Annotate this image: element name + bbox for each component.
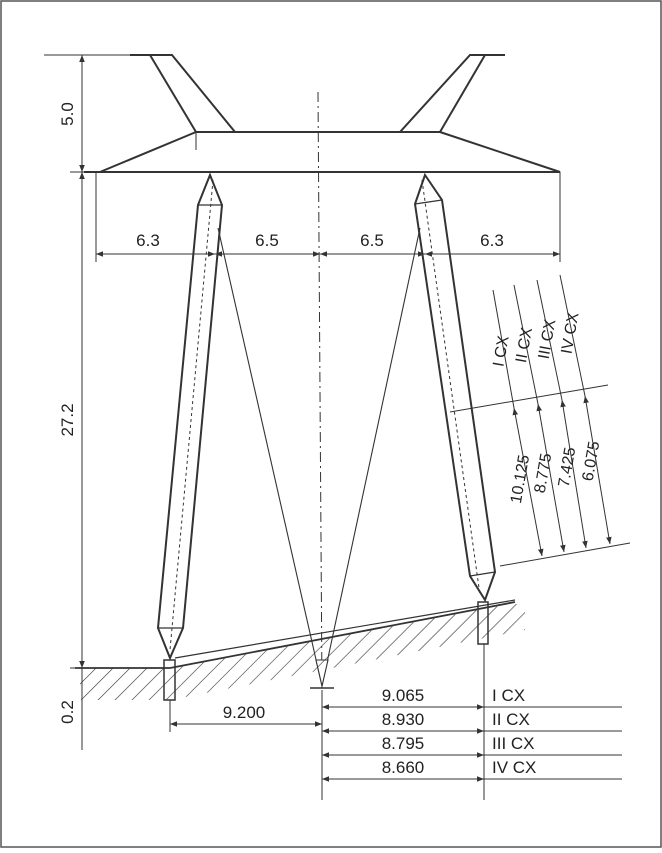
leg-case-label-3: III CX: [536, 318, 560, 361]
base-offset-dimensions: [169, 644, 622, 800]
leg-case-length-4: 6.075: [580, 440, 604, 482]
horizontal-dimensions: [95, 172, 561, 262]
centerline: [317, 91, 323, 691]
dim-right-outer-label: 6.3: [480, 231, 504, 250]
ground: [75, 599, 525, 700]
leg-case-label-4: IV CX: [559, 311, 583, 355]
crossarm: [84, 54, 561, 173]
base-offset-value-1: 9.065: [382, 686, 425, 705]
leg-case-length-1: 10.125: [508, 454, 533, 505]
base-offset-value-4: 8.660: [382, 758, 425, 777]
base-offset-case-3: III CX: [492, 734, 535, 753]
dim-right-inner-label: 6.5: [360, 231, 384, 250]
base-offset-case-2: II CX: [492, 710, 530, 729]
left-base-offset-label: 9.200: [223, 703, 266, 722]
base-offset-value-3: 8.795: [382, 734, 425, 753]
base-offset-case-4: IV CX: [492, 758, 536, 777]
leg-case-length-3: 7.425: [556, 446, 580, 488]
leg-case-label-1: I CX: [490, 334, 512, 368]
leg-case-length-2: 8.775: [532, 452, 556, 494]
vertical-dimensions: [44, 54, 130, 750]
base-offset-case-1: I CX: [492, 686, 525, 705]
dim-left-inner-label: 6.5: [255, 231, 279, 250]
leg-case-label-2: II CX: [513, 326, 536, 364]
dim-left-outer-label: 6.3: [136, 231, 160, 250]
dim-top-label: 5.0: [58, 102, 77, 126]
dim-bottom-label: 0.2: [58, 700, 77, 724]
dim-middle-label: 27.2: [58, 403, 77, 436]
leg-case-dimensions: [449, 274, 631, 567]
base-offset-value-2: 8.930: [382, 710, 425, 729]
